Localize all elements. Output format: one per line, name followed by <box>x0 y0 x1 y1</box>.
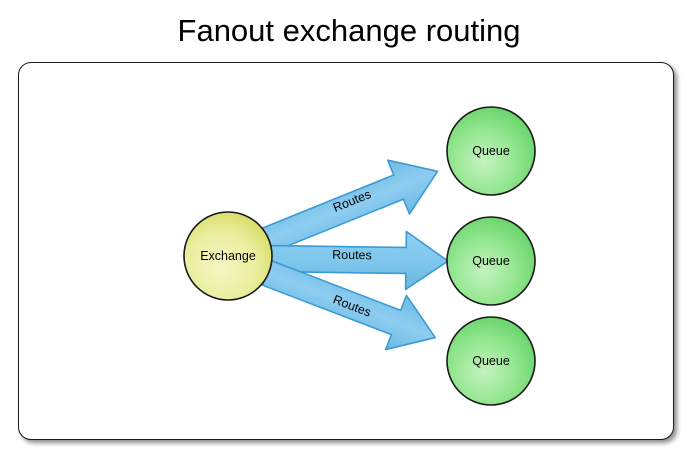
node-exchange[interactable] <box>183 211 273 301</box>
node-queue-middle[interactable] <box>446 216 536 306</box>
edge-arrow-top <box>261 159 439 254</box>
node-queue-top[interactable] <box>446 106 536 196</box>
edge-arrow-bottom <box>261 260 437 351</box>
page-title: Fanout exchange routing <box>177 13 521 48</box>
node-queue-bottom[interactable] <box>446 316 536 406</box>
